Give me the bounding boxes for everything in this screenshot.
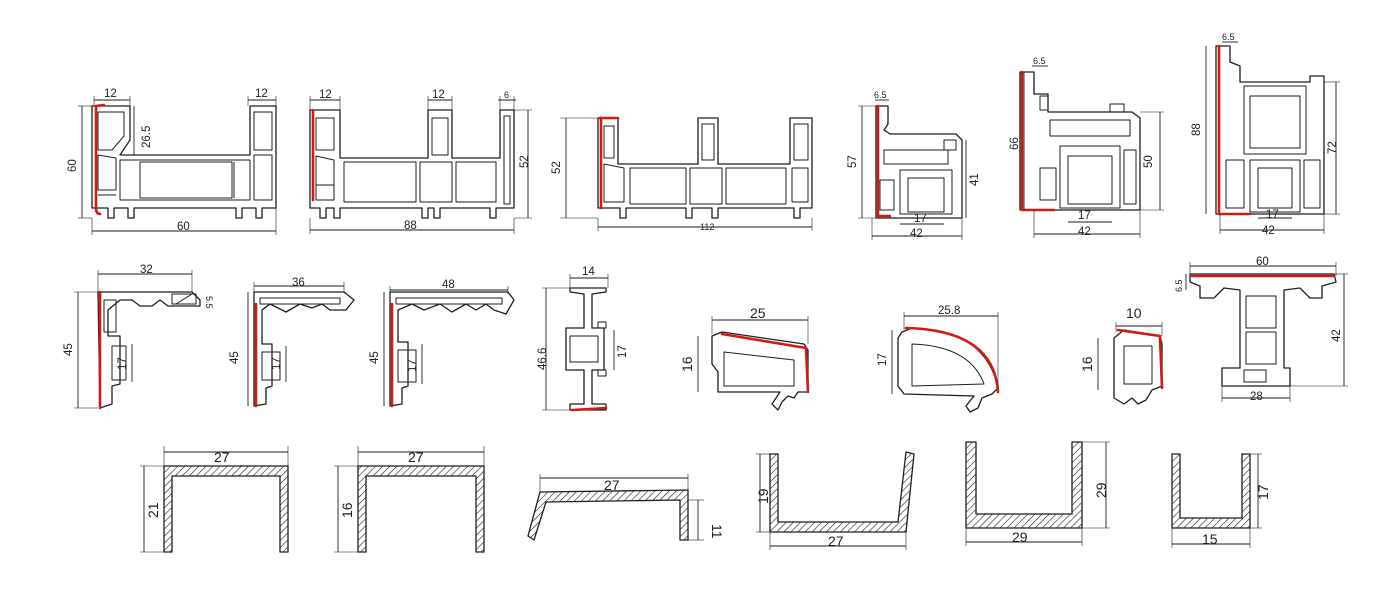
dim-label: 45 xyxy=(229,351,241,364)
dim-label: 10 xyxy=(1126,305,1142,321)
dim-label: 42 xyxy=(910,228,923,240)
dim-label: 28 xyxy=(1250,391,1263,403)
dim-label: 72 xyxy=(1327,141,1339,154)
dim-label: 46.6 xyxy=(537,348,549,370)
profile-p1: 12 12 26.5 60 60 xyxy=(67,88,277,235)
dim-label: 50 xyxy=(1143,155,1155,168)
dim-label: 48 xyxy=(442,279,455,291)
profile-p10: 14 46.6 17 xyxy=(537,266,629,412)
dim-label: 60 xyxy=(1256,256,1269,268)
dim-label: 25.8 xyxy=(938,305,960,317)
dim-label: 66 xyxy=(1009,137,1021,150)
dim-label: 27 xyxy=(604,477,620,493)
dim-label: 57 xyxy=(847,155,859,168)
dim-label: 27 xyxy=(214,449,230,465)
dim-label: 42 xyxy=(1078,226,1091,238)
dim-label: 45 xyxy=(369,351,381,364)
dim-label: 29 xyxy=(1012,529,1028,545)
dim-label: 12 xyxy=(104,88,117,100)
dim-label: 25 xyxy=(750,305,766,321)
dim-label: 15 xyxy=(1202,531,1218,547)
profile-p9: 48 45 17 xyxy=(369,279,515,408)
dim-label: 16 xyxy=(1079,356,1095,372)
dim-label: 5.5 xyxy=(204,296,214,309)
profile-p12: 25.8 17 xyxy=(877,305,1000,413)
dim-label: 16 xyxy=(339,502,355,518)
dim-label: 27 xyxy=(408,449,424,465)
dim-label: 60 xyxy=(177,221,190,233)
dim-label: 17 xyxy=(914,213,927,225)
profile-p15: 27 21 xyxy=(140,446,289,553)
dim-label: 6.5 xyxy=(1174,279,1184,292)
profile-p2: 12 12 6 52 88 xyxy=(309,89,532,234)
dim-label: 42 xyxy=(1262,225,1275,237)
profile-p6: 6.5 88 72 17 42 xyxy=(1191,32,1340,237)
profile-p17: 27 11 xyxy=(527,474,725,541)
profile-p5: 6.5 66 50 17 42 xyxy=(1009,56,1164,238)
dim-label: 6 xyxy=(504,90,509,100)
dim-label: 6.5 xyxy=(1033,56,1046,66)
dim-label: 88 xyxy=(404,220,417,232)
dim-label: 17 xyxy=(877,353,889,366)
dim-label: 12 xyxy=(255,88,268,100)
dim-label: 14 xyxy=(582,266,595,278)
dim-label: 29 xyxy=(1093,482,1109,498)
profile-p19: 29 29 xyxy=(965,441,1110,546)
profile-p18: 19 27 xyxy=(755,451,915,550)
profile-p4: 6.5 57 41 17 42 xyxy=(847,90,981,240)
profile-p8: 36 45 17 xyxy=(229,277,355,408)
profile-p14: 60 6.5 42 28 xyxy=(1174,256,1348,403)
profile-p7: 32 5.5 45 17 xyxy=(63,264,214,410)
dim-label: 32 xyxy=(140,264,153,276)
dim-label: 17 xyxy=(271,357,283,370)
dim-label: 60 xyxy=(67,159,79,172)
dim-label: 45 xyxy=(63,343,75,356)
dim-label: 17 xyxy=(1266,209,1279,221)
dim-label: 6.5 xyxy=(1222,32,1235,42)
dim-label: 19 xyxy=(755,488,771,504)
profile-p11: 25 16 xyxy=(679,305,810,411)
dim-label: 12 xyxy=(432,89,445,101)
dim-label: 36 xyxy=(292,277,305,289)
dim-label: 21 xyxy=(145,502,161,518)
dim-label: 52 xyxy=(551,161,563,174)
profile-p13: 10 16 xyxy=(1079,305,1164,405)
dim-label: 17 xyxy=(117,357,129,370)
dim-label: 26.5 xyxy=(141,126,153,148)
dim-label: 16 xyxy=(679,356,695,372)
dim-label: 12 xyxy=(319,89,332,101)
dim-label: 112 xyxy=(700,222,714,232)
dim-label: 52 xyxy=(519,155,531,168)
dim-label: 6.5 xyxy=(874,90,887,100)
dim-label: 17 xyxy=(1078,210,1091,222)
dim-label: 27 xyxy=(828,533,844,549)
dim-label: 41 xyxy=(969,173,981,186)
profile-p16: 27 16 xyxy=(334,446,485,553)
dim-label: 17 xyxy=(407,359,419,372)
dim-label: 11 xyxy=(709,524,725,539)
dim-label: 17 xyxy=(617,345,629,358)
dim-label: 42 xyxy=(1331,329,1343,342)
profile-p3: 52 112 xyxy=(551,116,813,232)
dim-label: 88 xyxy=(1191,123,1203,136)
profile-p20: 17 15 xyxy=(1171,453,1271,548)
dim-label: 17 xyxy=(1255,484,1271,500)
